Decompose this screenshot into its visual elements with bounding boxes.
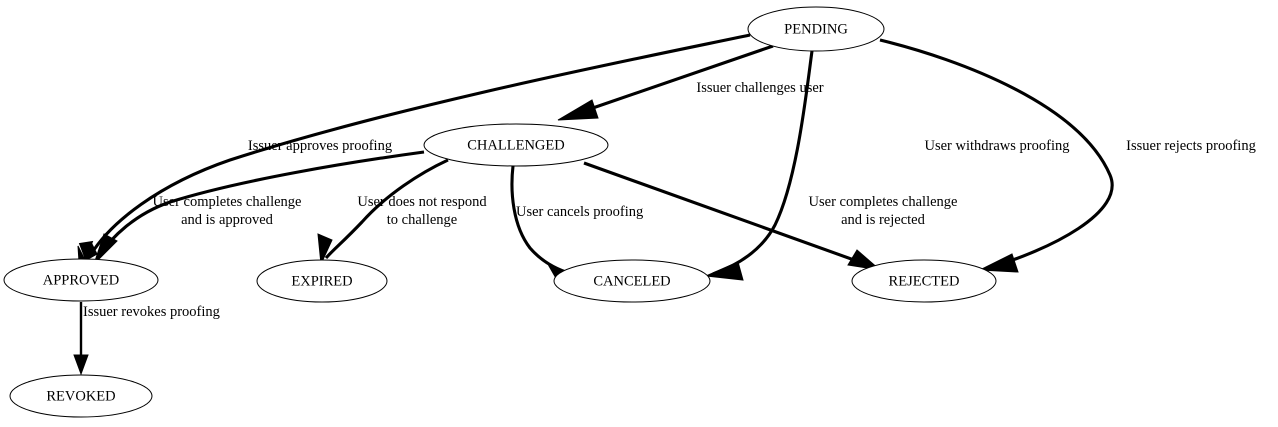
edge-challenged-expired[interactable]: User does not respond to challenge xyxy=(317,158,487,266)
edge-label-approved-revoked: Issuer revokes proofing xyxy=(83,304,220,320)
edge-label-challenged-canceled: User cancels proofing xyxy=(516,204,643,220)
edge-approved-revoked[interactable]: Issuer revokes proofing xyxy=(73,302,220,376)
edge-challenged-rejected[interactable]: User completes challenge and is rejected xyxy=(583,161,958,271)
edge-pending-canceled[interactable]: User withdraws proofing xyxy=(704,50,1070,281)
node-canceled[interactable]: CANCELED xyxy=(553,259,711,303)
edge-label-pending-challenged: Issuer challenges user xyxy=(696,80,823,96)
node-pending-ellipse xyxy=(747,6,885,52)
node-approved-label: APPROVED xyxy=(43,272,120,288)
node-canceled-ellipse xyxy=(553,259,711,303)
edge-challenged-approved-path xyxy=(96,150,425,259)
edge-label-challenged-rejected-line2: and is rejected xyxy=(841,212,925,228)
edge-pending-approved[interactable]: Issuer approves proofing xyxy=(77,33,751,263)
edge-label-pending-approved: Issuer approves proofing xyxy=(248,138,392,154)
node-challenged-ellipse xyxy=(423,123,609,167)
edge-challenged-expired-path xyxy=(324,158,449,260)
node-approved[interactable]: APPROVED xyxy=(3,258,159,302)
edge-challenged-canceled-path xyxy=(510,165,573,276)
node-approved-ellipse xyxy=(3,258,159,302)
edge-pending-challenged-arrowhead xyxy=(557,99,599,121)
node-revoked[interactable]: REVOKED xyxy=(9,374,153,418)
node-rejected-ellipse xyxy=(851,259,997,303)
edge-approved-revoked-arrowhead xyxy=(73,354,89,376)
node-challenged[interactable]: CHALLENGED xyxy=(423,123,609,167)
edge-label-challenged-rejected-line1: User completes challenge xyxy=(809,194,958,210)
edge-pending-approved-arrow xyxy=(78,240,94,261)
edge-pending-rejected[interactable]: Issuer rejects proofing xyxy=(879,38,1256,273)
edge-label-challenged-approved-line1: User completes challenge xyxy=(153,194,302,210)
node-canceled-label: CANCELED xyxy=(593,273,670,289)
edge-label-challenged-expired-line2: to challenge xyxy=(387,212,457,228)
edge-challenged-approved[interactable]: User completes challenge and is approved xyxy=(93,150,425,265)
edge-pending-rejected-arrowhead xyxy=(978,253,1019,273)
edge-label-pending-rejected: Issuer rejects proofing xyxy=(1126,138,1256,154)
edge-pending-approved-path xyxy=(88,33,751,257)
edge-pending-challenged-path xyxy=(586,44,774,112)
node-rejected[interactable]: REJECTED xyxy=(851,259,997,303)
edge-challenged-expired-arrowhead xyxy=(317,233,333,266)
edge-pending-canceled-arrowhead xyxy=(704,261,744,281)
edge-challenged-rejected-arrowhead xyxy=(847,249,882,271)
edge-label-challenged-approved-line2: and is approved xyxy=(181,212,274,228)
node-expired[interactable]: EXPIRED xyxy=(256,259,388,303)
node-rejected-label: REJECTED xyxy=(889,273,960,289)
edge-pending-challenged[interactable]: Issuer challenges user xyxy=(557,44,824,121)
edge-challenged-rejected-path xyxy=(583,161,869,267)
edge-pending-canceled-path xyxy=(712,50,814,276)
node-pending-label: PENDING xyxy=(784,21,848,37)
edge-pending-rejected-path xyxy=(879,38,1114,270)
node-revoked-label: REVOKED xyxy=(46,388,115,404)
node-challenged-label: CHALLENGED xyxy=(467,137,564,153)
node-pending[interactable]: PENDING xyxy=(747,6,885,52)
edge-label-pending-canceled: User withdraws proofing xyxy=(925,138,1070,154)
edge-label-challenged-expired-line1: User does not respond xyxy=(357,194,487,210)
node-revoked-ellipse xyxy=(9,374,153,418)
node-expired-ellipse xyxy=(256,259,388,303)
edge-challenged-approved-arrowhead xyxy=(93,233,118,265)
node-expired-label: EXPIRED xyxy=(291,273,352,289)
